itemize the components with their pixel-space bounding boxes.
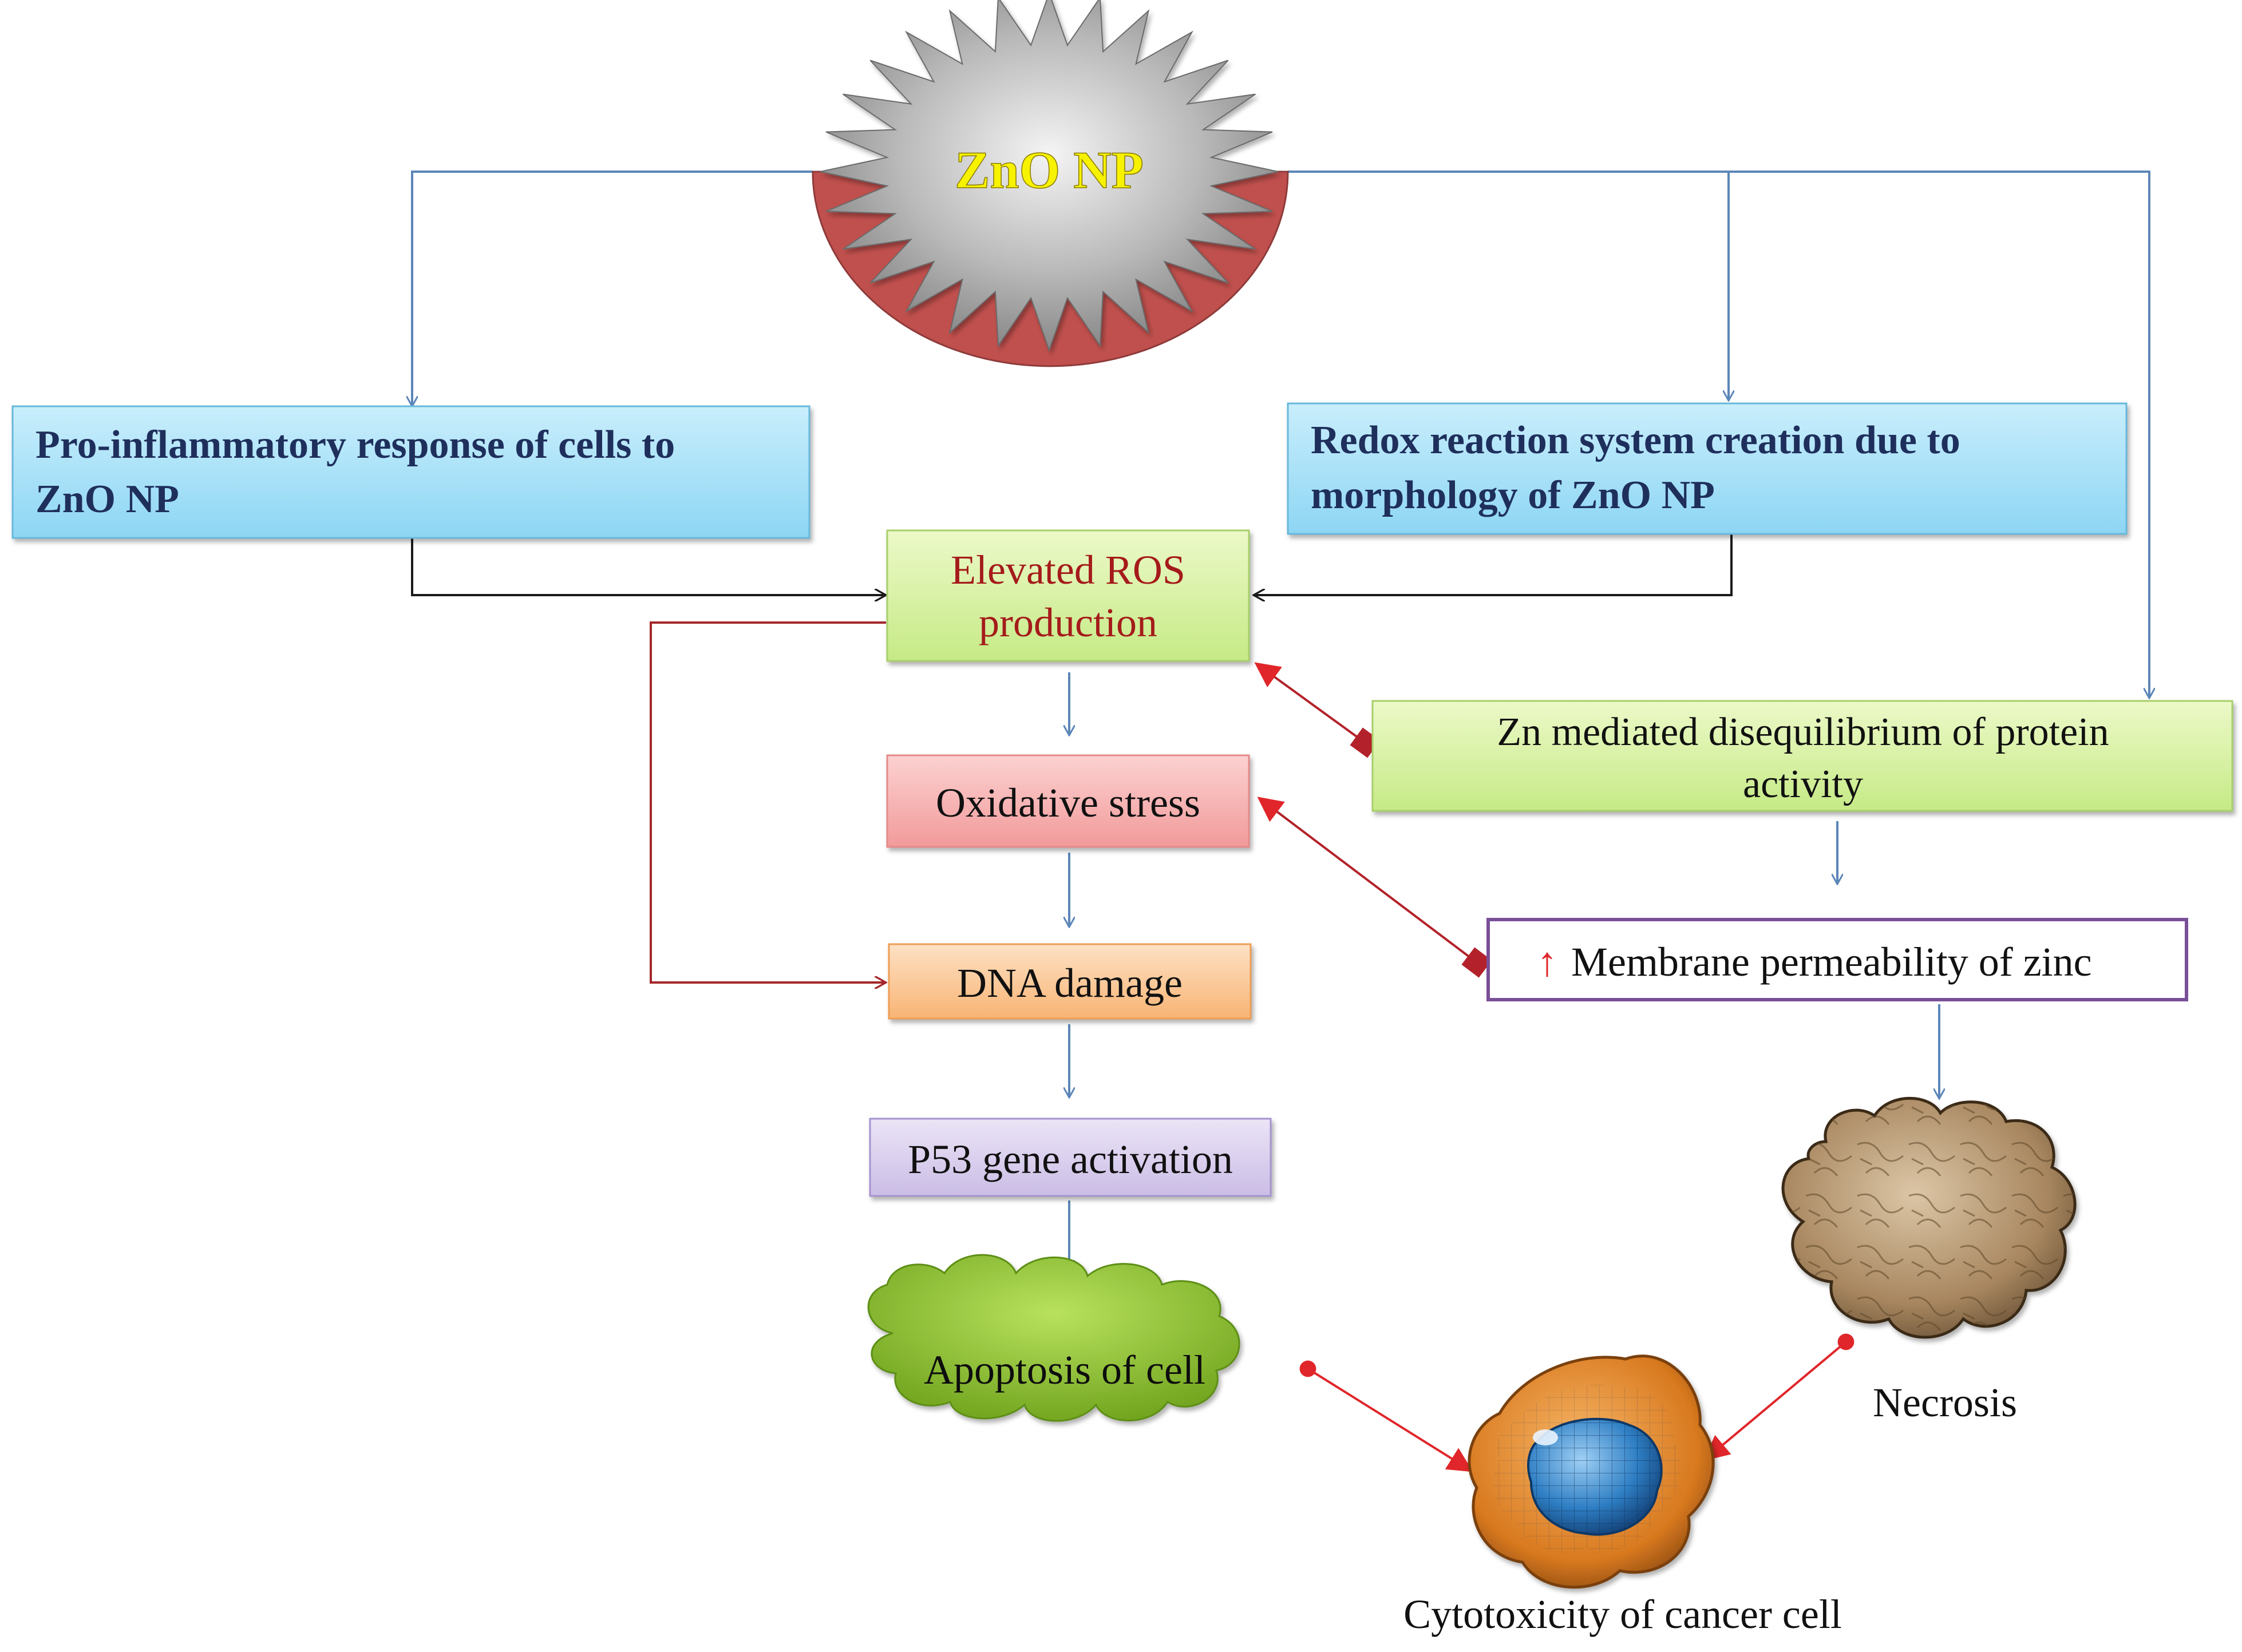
zno-np-spiky-particle (820, 0, 1279, 352)
connector-redox-to-ros (1254, 532, 1733, 595)
redox-box: Redox reaction system creation due to mo… (1287, 402, 2128, 535)
cytotoxicity-label: Cytotoxicity of cancer cell (1403, 1591, 1842, 1637)
connector-membrane-to-oxidative (1257, 797, 1492, 978)
p53-label: P53 gene activation (908, 1136, 1233, 1182)
redox-line1: Redox reaction system creation due to (1311, 418, 1960, 462)
cancer-cell-icon (1468, 1354, 1715, 1589)
membrane-permeability-up-arrow: ↑ (1537, 939, 1557, 985)
connectors (411, 171, 2149, 1472)
apoptosis-cloud: Apoptosis of cell (867, 1254, 1240, 1422)
zn-disequilibrium-line2: activity (1743, 762, 1863, 806)
membrane-permeability-box: ↑ Membrane permeability of zinc (1486, 918, 2188, 1001)
oxidative-stress-box: Oxidative stress (886, 754, 1250, 848)
dna-damage-label: DNA damage (957, 960, 1183, 1006)
oxidative-stress-label: Oxidative stress (936, 780, 1200, 826)
apoptosis-cloud-shape (867, 1254, 1240, 1422)
connector-necrosis-to-cytotoxicity (1703, 1333, 1855, 1461)
elevated-ros-line2: production (979, 600, 1157, 645)
membrane-permeability-label: Membrane permeability of zinc (1571, 939, 2092, 985)
necrosis-cell-icon (1781, 1096, 2077, 1339)
pro-inflammatory-line1: Pro-inflammatory response of cells to (35, 423, 675, 467)
connector-pro-inflammatory-to-ros (411, 538, 886, 595)
connector-znonp-to-pro-inflammatory (412, 171, 813, 406)
elevated-ros-line1: Elevated ROS (951, 547, 1185, 593)
zn-disequilibrium-line1: Zn mediated disequilibrium of protein (1497, 710, 2109, 754)
zno-np-label: ZnO NP (955, 141, 1144, 199)
pro-inflammatory-box: Pro-inflammatory response of cells to Zn… (11, 405, 810, 539)
elevated-ros-box: Elevated ROS production (886, 529, 1250, 662)
zn-disequilibrium-box: Zn mediated disequilibrium of protein ac… (1371, 700, 2233, 812)
connector-apoptosis-to-cytotoxicity (1299, 1360, 1473, 1472)
dna-damage-box: DNA damage (888, 943, 1252, 1020)
p53-box: P53 gene activation (869, 1118, 1272, 1197)
connector-znonp-to-zn-disequilibrium (1729, 171, 2149, 698)
necrosis-label: Necrosis (1873, 1380, 2017, 1425)
zno-np-node: ZnO NP (812, 0, 1289, 367)
pro-inflammatory-line2: ZnO NP (35, 477, 179, 521)
connector-znonp-to-redox (1288, 171, 1729, 401)
connector-zn-to-ros (1254, 662, 1381, 758)
apoptosis-label: Apoptosis of cell (924, 1347, 1205, 1393)
connector-ros-to-dna-damage (650, 621, 886, 983)
redox-line2: morphology of ZnO NP (1311, 473, 1715, 517)
